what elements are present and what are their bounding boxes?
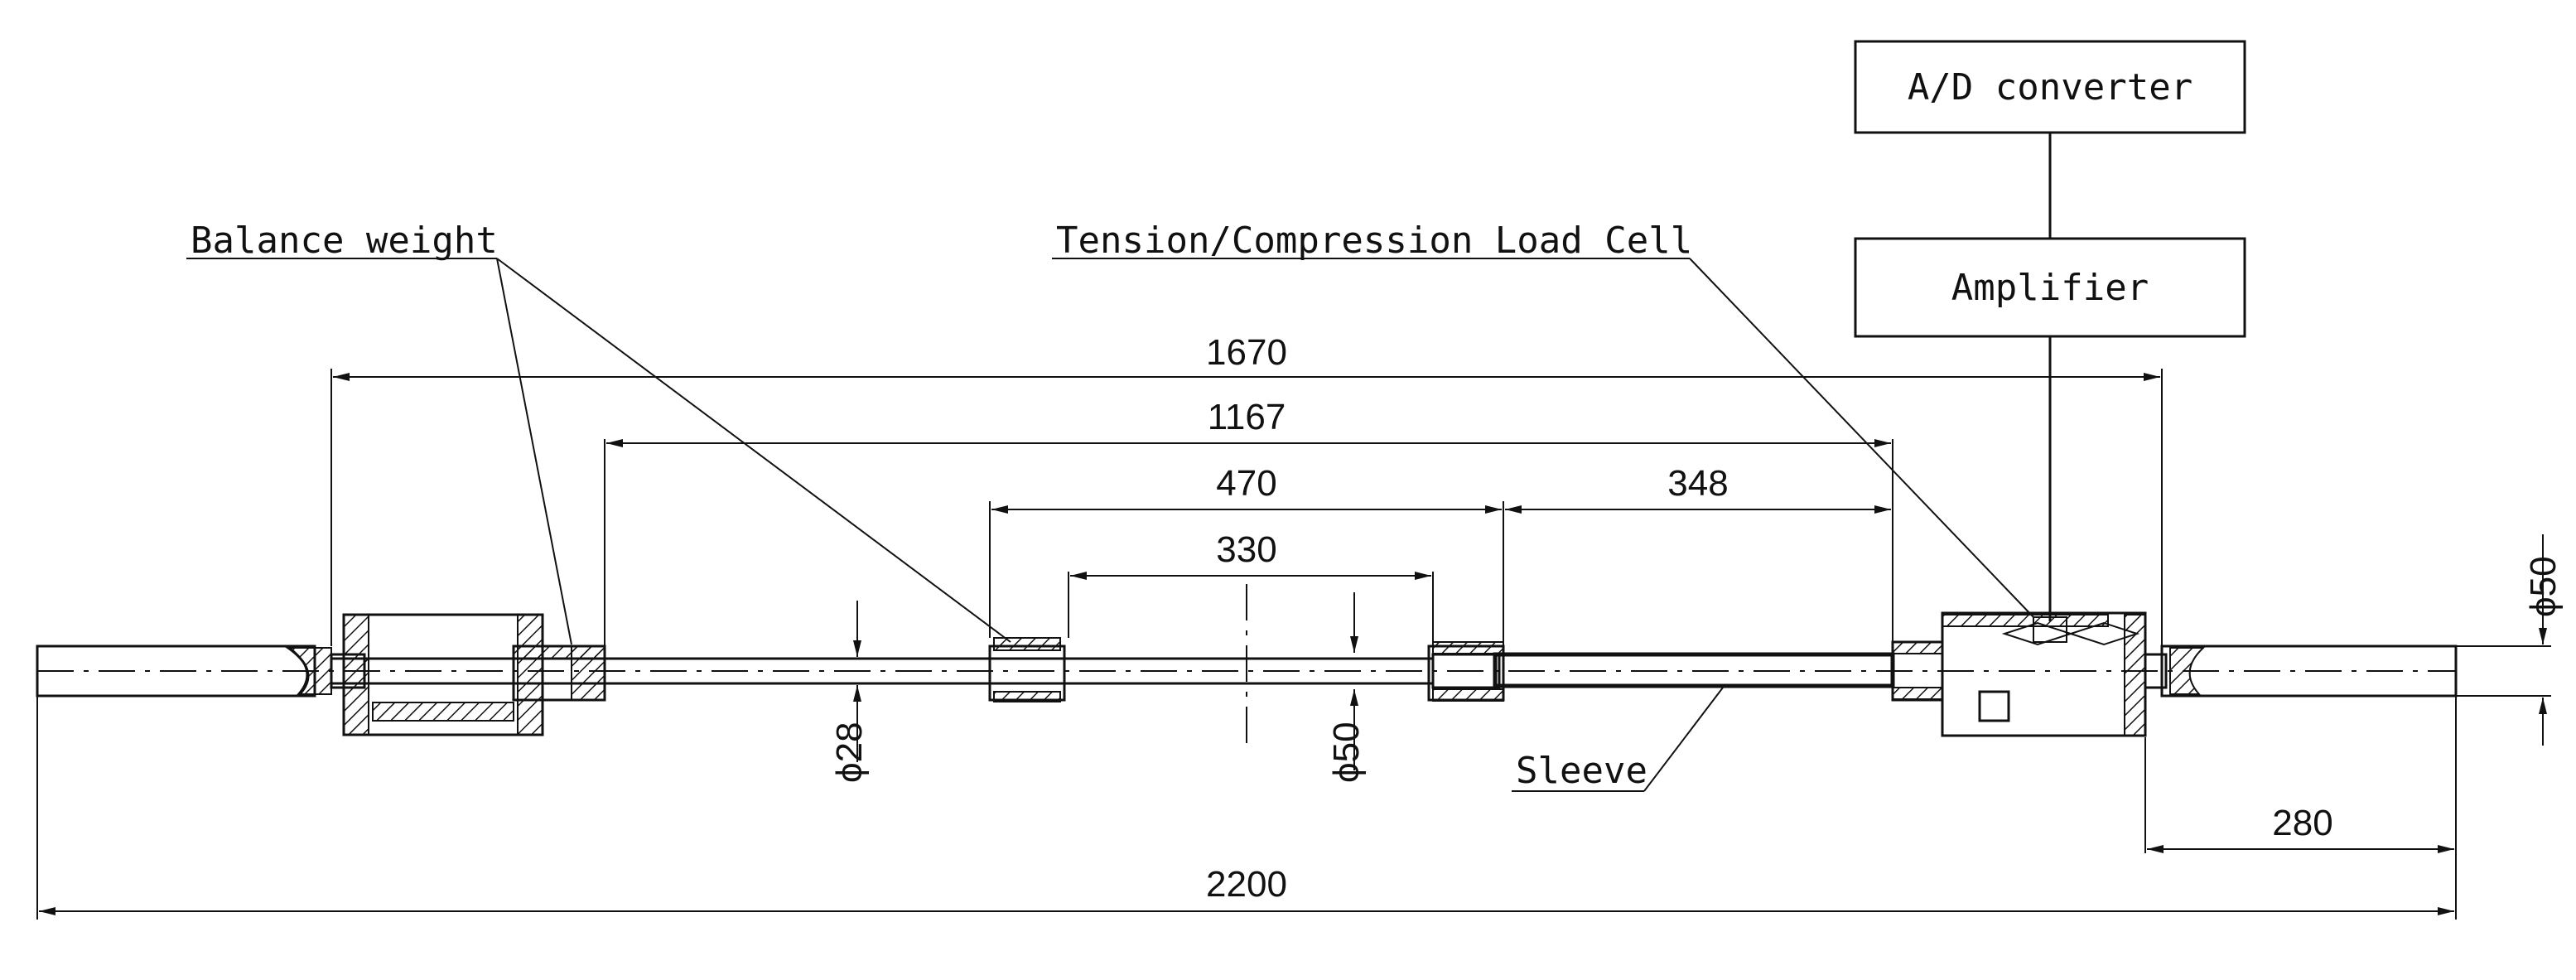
dimension-phi50-mid: ϕ50: [1326, 592, 1367, 783]
sleeve-label: Sleeve: [1516, 750, 1647, 792]
extension-lines: [36, 369, 2551, 920]
dimension-phi28-label: ϕ28: [829, 722, 870, 783]
balance-weight-label: Balance weight: [191, 220, 498, 262]
dimension-280-label: 280: [2272, 803, 2332, 843]
dimension-phi50-right: ϕ50: [2523, 534, 2564, 746]
middle-balance-weight: [988, 637, 1066, 702]
dimension-2200: 2200: [39, 864, 2454, 915]
adc-label: A/D converter: [1908, 66, 2192, 109]
dimension-phi28: ϕ28: [829, 601, 870, 783]
dimension-1670-label: 1670: [1206, 332, 1287, 373]
load-cell-housing: [1891, 611, 2168, 737]
sleeve-joint: [1427, 641, 1505, 702]
dimension-1167-label: 1167: [1208, 397, 1286, 437]
amplifier-label: Amplifier: [1951, 267, 2149, 309]
load-cell-callout: Tension/Compression Load Cell: [1052, 220, 2034, 618]
amplifier-block: Amplifier: [1854, 237, 2246, 338]
dimension-1167: 1167: [606, 397, 1891, 447]
dimension-470-label: 470: [1216, 463, 1276, 504]
adc-block: A/D converter: [1854, 40, 2246, 134]
dimension-phi50-mid-label: ϕ50: [1326, 722, 1367, 783]
dimension-330: 330: [1070, 529, 1431, 580]
dimension-348-label: 348: [1667, 463, 1728, 504]
load-cell-label: Tension/Compression Load Cell: [1056, 220, 1692, 262]
dimension-470: 470: [991, 463, 1502, 514]
balance-weight-callout: Balance weight: [186, 220, 1011, 645]
dimension-phi50-right-label: ϕ50: [2523, 556, 2564, 617]
dimension-330-label: 330: [1216, 529, 1276, 570]
dimension-2200-label: 2200: [1206, 864, 1287, 905]
dimension-280: 280: [2147, 803, 2454, 853]
sleeve-callout: Sleeve: [1512, 687, 1724, 792]
dimension-348: 348: [1505, 463, 1891, 514]
dimension-1670: 1670: [333, 332, 2160, 381]
left-balance-weight-housing: [330, 613, 606, 736]
